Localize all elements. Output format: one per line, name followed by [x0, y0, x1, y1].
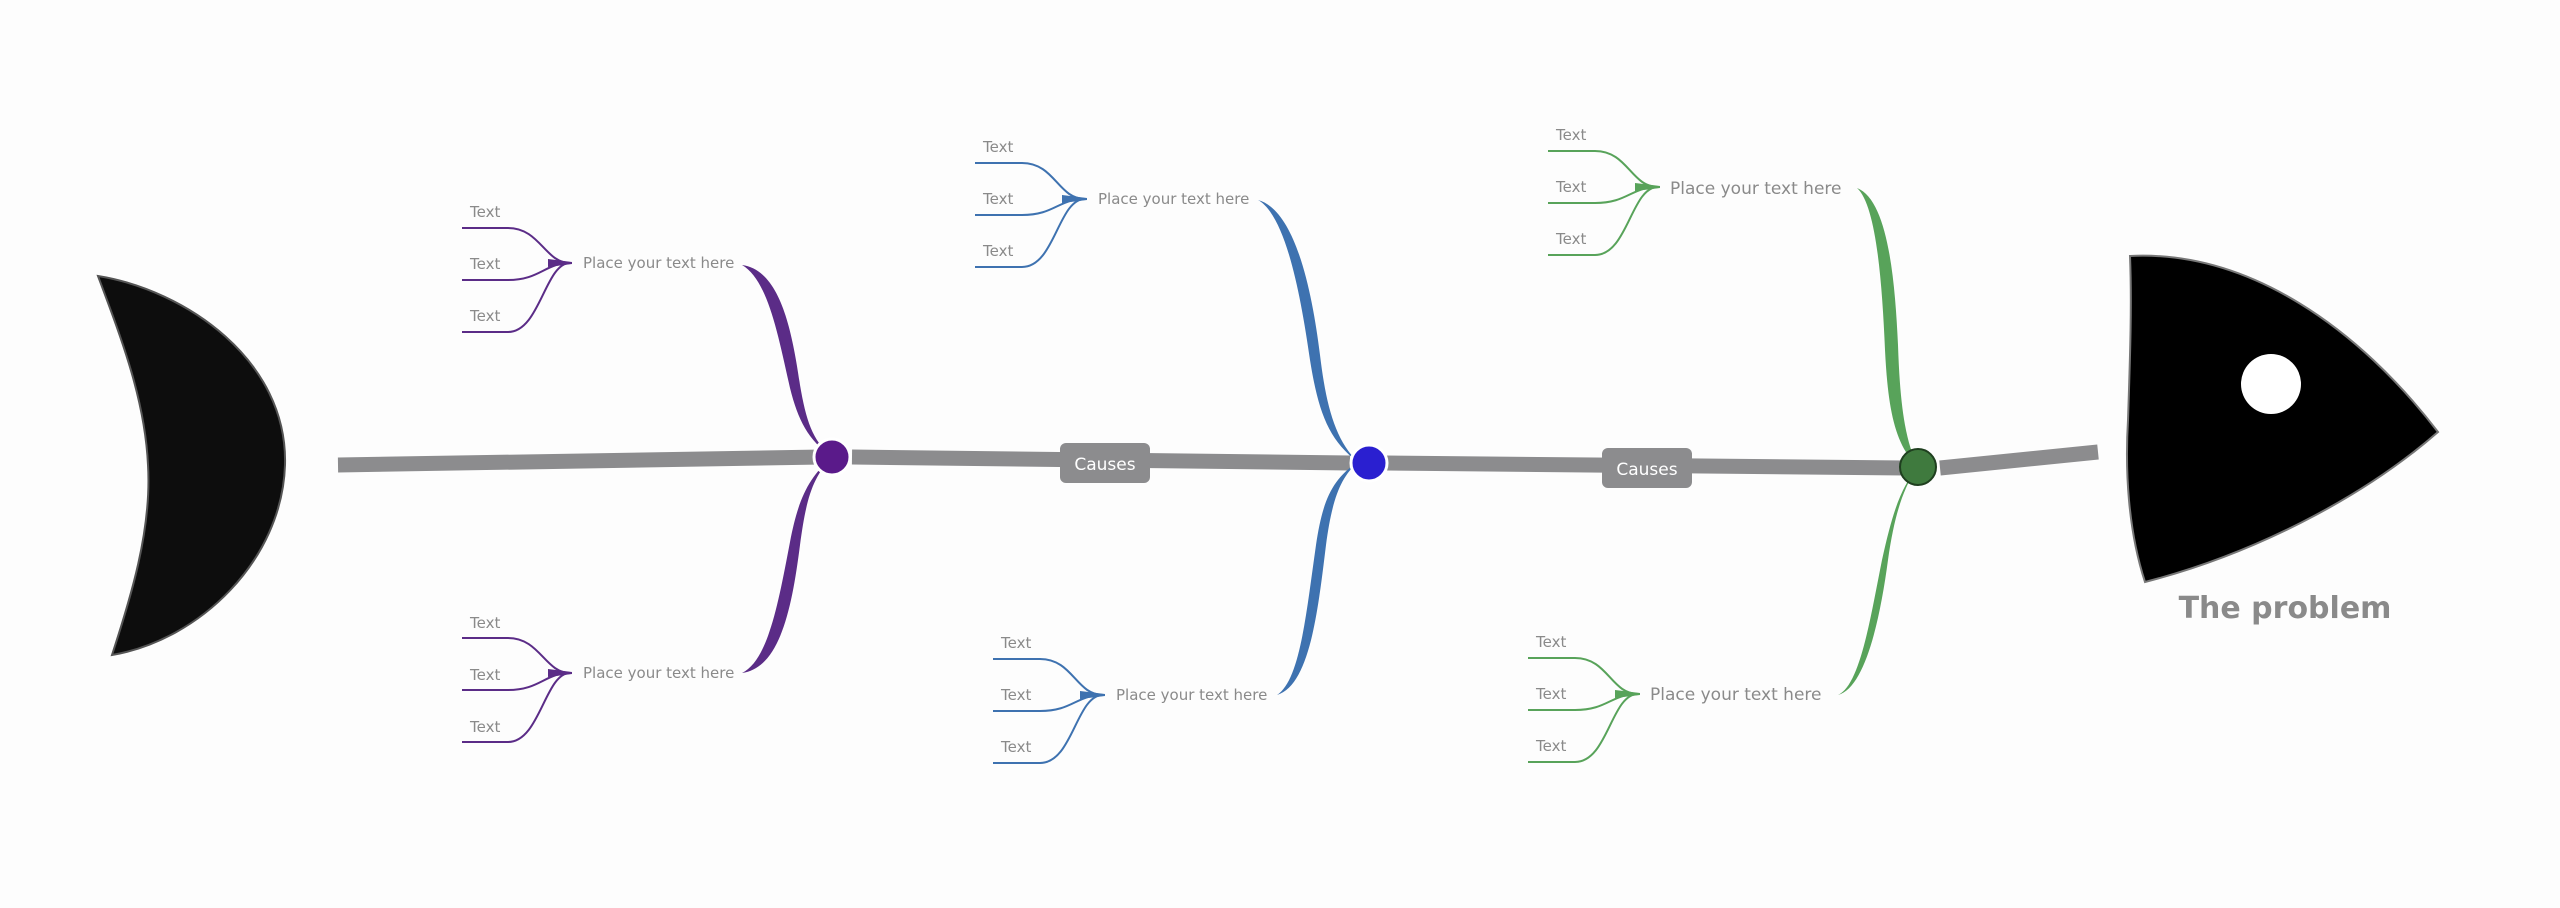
- bot3-item-2[interactable]: Text: [1535, 685, 1566, 703]
- fan-top1-knot: [548, 259, 572, 267]
- causes-label-2[interactable]: Causes: [1602, 448, 1692, 488]
- bone-top-purple: [742, 265, 832, 457]
- bot1-item-1[interactable]: Text: [469, 614, 500, 632]
- fan-bot2-knot: [1080, 691, 1105, 699]
- spine: [337, 444, 2099, 476]
- top3-item-2[interactable]: Text: [1555, 178, 1586, 196]
- top1-item-1[interactable]: Text: [469, 203, 500, 221]
- bone-group-green: Text Text Text Place your text here Text…: [1528, 126, 1918, 763]
- bot3-item-3[interactable]: Text: [1535, 737, 1566, 755]
- bot3-label[interactable]: Place your text here: [1650, 685, 1822, 705]
- top3-label[interactable]: Place your text here: [1670, 179, 1842, 199]
- problem-label: The problem: [2179, 591, 2392, 626]
- bot1-label[interactable]: Place your text here: [583, 664, 734, 682]
- bone-group-blue: Text Text Text Place your text here Text…: [975, 138, 1358, 764]
- bone-bottom-purple: [742, 457, 832, 673]
- bone-top-green: [1857, 188, 1918, 467]
- causes-label-1[interactable]: Causes: [1060, 443, 1150, 483]
- top2-item-1[interactable]: Text: [982, 138, 1013, 156]
- top3-item-3[interactable]: Text: [1555, 230, 1586, 248]
- bot3-item-1[interactable]: Text: [1535, 633, 1566, 651]
- node-green[interactable]: [1899, 448, 1937, 486]
- top1-item-2[interactable]: Text: [469, 255, 500, 273]
- top1-item-3[interactable]: Text: [469, 307, 500, 325]
- bone-group-purple: Text Text Text Place your text here Text…: [462, 203, 832, 743]
- bot2-item-2[interactable]: Text: [1000, 686, 1031, 704]
- fan-bot1-knot: [548, 669, 572, 677]
- fish-eye: [2241, 354, 2301, 414]
- fan-top3-knot: [1635, 183, 1660, 191]
- bone-bottom-green: [1838, 467, 1918, 695]
- top2-item-2[interactable]: Text: [982, 190, 1013, 208]
- causes-label-2-text: Causes: [1616, 460, 1677, 480]
- top1-label[interactable]: Place your text here: [583, 254, 734, 272]
- bone-bottom-blue: [1277, 462, 1358, 695]
- bone-top-blue: [1258, 200, 1358, 462]
- bot2-item-1[interactable]: Text: [1000, 634, 1031, 652]
- top2-item-3[interactable]: Text: [982, 242, 1013, 260]
- fan-bot3-knot: [1615, 690, 1640, 698]
- node-blue[interactable]: [1349, 443, 1389, 483]
- fish-head: [2125, 254, 2440, 584]
- top2-label[interactable]: Place your text here: [1098, 190, 1249, 208]
- node-purple[interactable]: [812, 437, 852, 477]
- causes-label-1-text: Causes: [1074, 455, 1135, 475]
- bot1-item-2[interactable]: Text: [469, 666, 500, 684]
- bot2-label[interactable]: Place your text here: [1116, 686, 1267, 704]
- fan-top2-knot: [1062, 195, 1087, 203]
- fish-tail: [96, 274, 287, 657]
- top3-item-1[interactable]: Text: [1555, 126, 1586, 144]
- bot2-item-3[interactable]: Text: [1000, 738, 1031, 756]
- bot1-item-3[interactable]: Text: [469, 718, 500, 736]
